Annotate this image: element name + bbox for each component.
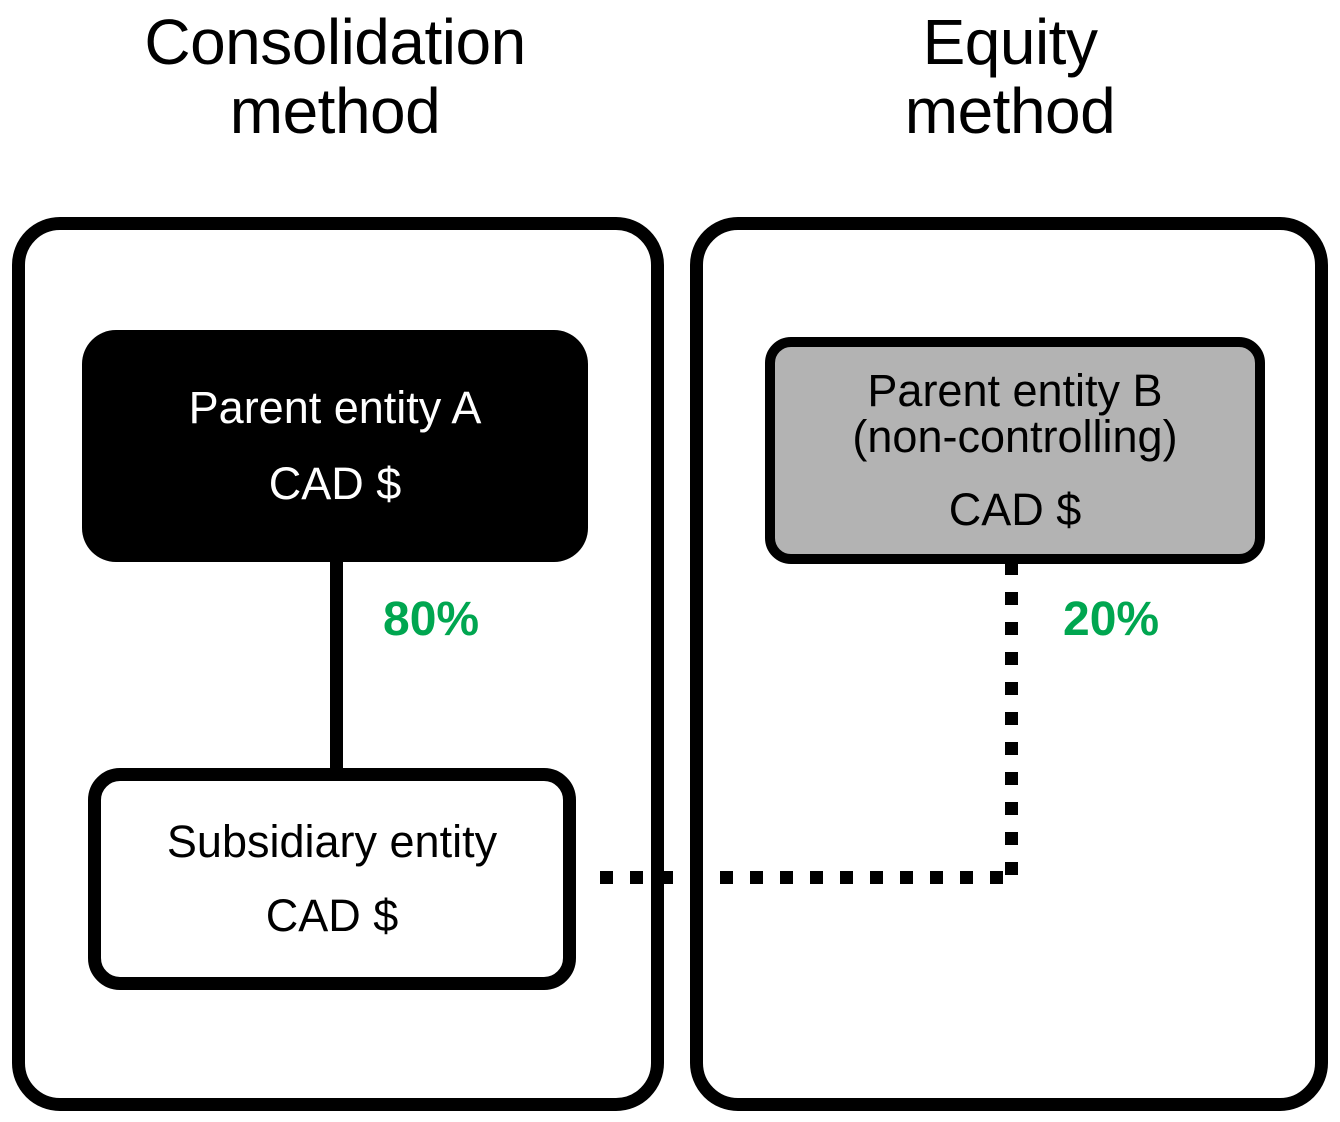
dotted-connector-vertical-parent-b <box>1005 562 1018 884</box>
parent-entity-b-box: Parent entity B (non-controlling) CAD $ <box>765 337 1265 564</box>
subsidiary-entity-box: Subsidiary entity CAD $ <box>88 768 576 990</box>
consolidation-method-heading: Consolidation method <box>144 6 526 148</box>
subsidiary-entity-name: Subsidiary entity <box>166 815 498 867</box>
parent-entity-a-currency: CAD $ <box>268 458 402 509</box>
ownership-percentage-80: 80% <box>383 593 480 646</box>
parent-entity-a-name: Parent entity A <box>188 381 482 433</box>
parent-entity-b-currency: CAD $ <box>948 483 1082 535</box>
parent-entity-a-box: Parent entity A CAD $ <box>82 330 588 562</box>
equity-method-heading: Equity method <box>904 6 1116 148</box>
ownership-percentage-20: 20% <box>1063 593 1160 646</box>
solid-connector-parent-a-to-subsidiary <box>330 560 343 772</box>
parent-entity-b-name: Parent entity B <box>867 364 1163 416</box>
subsidiary-entity-currency: CAD $ <box>265 890 399 941</box>
parent-entity-b-qualifier: (non-controlling) <box>852 411 1178 463</box>
dotted-connector-horizontal-subsidiary-to-parent-b <box>600 871 1018 884</box>
